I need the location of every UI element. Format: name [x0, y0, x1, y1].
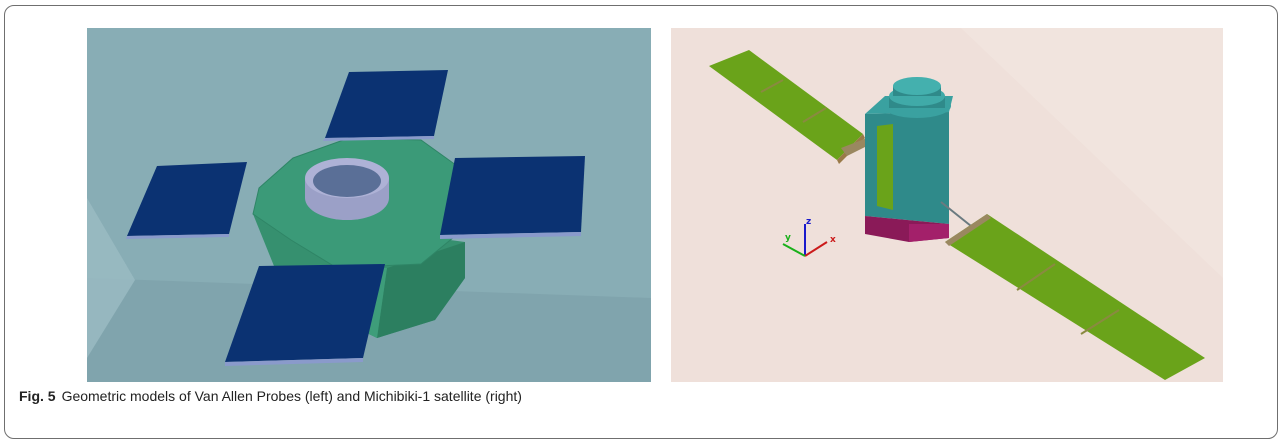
axis-z-label: z: [806, 217, 811, 227]
solar-array-right-edge: [945, 214, 991, 246]
body-side-shade: [377, 242, 465, 338]
panel-seam-right-2: [1080, 309, 1120, 335]
solar-panel-bottom-edge: [225, 358, 363, 366]
solar-panel-top: [325, 70, 448, 138]
solar-panel-right-edge: [440, 232, 581, 239]
axis-x-label: x: [830, 235, 836, 245]
boom-right: [940, 201, 972, 227]
solar-array-left: [709, 50, 863, 160]
solar-panel-left-edge: [126, 234, 229, 239]
panel-seam-left-2: [802, 107, 827, 123]
michibiki-1-image: z x y: [671, 28, 1223, 382]
bus-solar-stripe: [877, 124, 893, 210]
figure-label: Fig. 5: [19, 388, 56, 404]
solar-array-right: [945, 214, 1205, 380]
background-shade: [961, 28, 1223, 278]
caption-text: Geometric models of Van Allen Probes (le…: [61, 388, 522, 404]
van-allen-probes-image: [87, 28, 651, 382]
solar-panel-bottom: [225, 264, 385, 362]
solar-panel-top-edge: [323, 136, 434, 141]
ring-inner: [313, 165, 381, 197]
figure-caption: Fig. 5 Geometric models of Van Allen Prob…: [19, 388, 522, 404]
yoke-left: [841, 138, 871, 156]
figure-frame: z x y Fig. 5 Geometric models of Van Alle…: [4, 5, 1278, 439]
axis-y-label: y: [785, 233, 791, 243]
panel-seam-left-1: [760, 79, 784, 93]
axis-triad: z x y: [782, 217, 836, 257]
panel-seam-right-1: [1016, 263, 1056, 291]
solar-panel-left: [127, 162, 247, 236]
axis-y-line: [782, 243, 806, 257]
solar-panel-right: [440, 156, 585, 235]
axis-x-line: [804, 241, 828, 257]
bus-base-side: [909, 224, 949, 242]
wall-wedge: [87, 198, 135, 358]
antenna-tier-3: [893, 77, 941, 95]
